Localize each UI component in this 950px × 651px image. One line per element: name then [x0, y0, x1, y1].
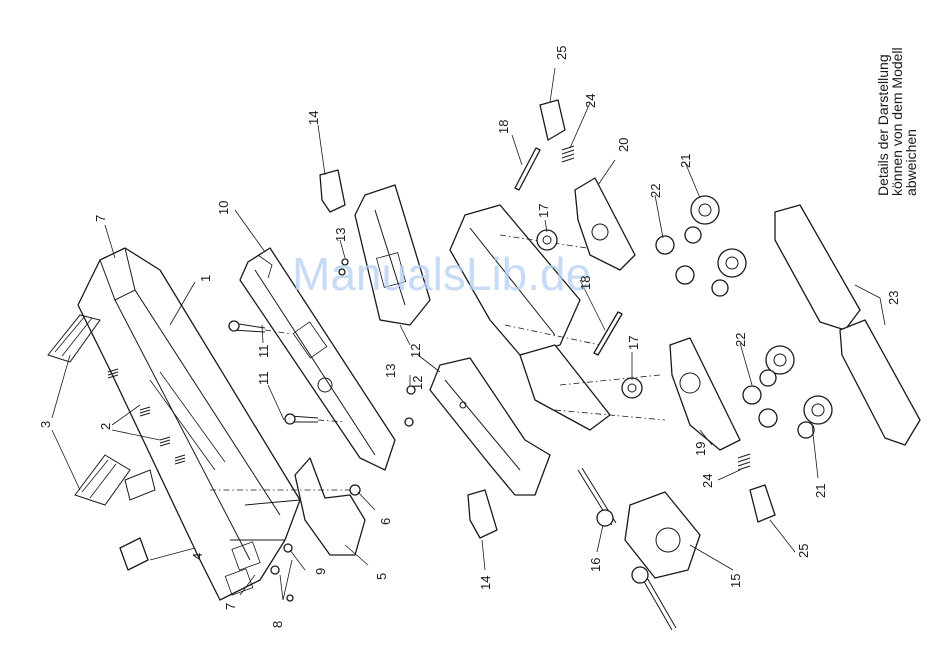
callout-11-upper: 11 — [256, 345, 271, 359]
callout-10: 10 — [216, 201, 231, 215]
side-frame-part — [775, 205, 920, 445]
callout-12-lower: 12 — [410, 376, 425, 390]
callout-2: 2 — [98, 423, 113, 430]
callout-1: 1 — [198, 275, 213, 282]
callout-17-upper: 17 — [536, 204, 551, 218]
callout-17-lower: 17 — [626, 336, 641, 350]
truck-frame-lower-part — [670, 338, 740, 450]
callout-7-upper: 7 — [93, 215, 108, 222]
callout-4: 4 — [190, 553, 205, 560]
callout-24-upper: 24 — [583, 94, 598, 108]
callout-13-upper: 13 — [333, 228, 348, 242]
callout-14-lower: 14 — [478, 576, 493, 590]
callout-8: 8 — [270, 621, 285, 628]
callout-12-upper: 12 — [408, 344, 423, 358]
callout-19: 19 — [693, 442, 708, 456]
callout-13-lower: 13 — [383, 364, 398, 378]
callout-18-upper: 18 — [496, 120, 511, 134]
callout-22-upper: 22 — [648, 184, 663, 198]
watermark-text: ManualsLib.de — [292, 248, 591, 300]
callout-21-upper: 21 — [678, 154, 693, 168]
callout-7-lower: 7 — [223, 603, 238, 610]
callout-18-lower: 18 — [578, 276, 593, 290]
callout-24-lower: 24 — [700, 474, 715, 488]
callout-11-lower: 11 — [256, 372, 271, 386]
callout-20: 20 — [616, 138, 631, 152]
motor-part — [625, 492, 700, 578]
callout-6: 6 — [378, 518, 393, 525]
callout-16: 16 — [588, 558, 603, 572]
callout-25-upper: 25 — [554, 46, 569, 60]
weight-block-upper-part — [320, 170, 345, 212]
callout-22-lower: 22 — [733, 333, 748, 347]
weight-block-lower-part — [468, 490, 497, 538]
callout-3: 3 — [38, 421, 53, 428]
callout-21-lower: 21 — [813, 484, 828, 498]
note-line-3: abweichen — [903, 129, 919, 196]
callout-23: 23 — [886, 291, 901, 305]
callout-15: 15 — [728, 574, 743, 588]
callout-9: 9 — [313, 568, 328, 575]
callout-25-lower: 25 — [796, 544, 811, 558]
note-block: Details der Darstellung können von dem M… — [875, 47, 919, 196]
callout-5: 5 — [374, 573, 389, 580]
bracket-part — [120, 538, 148, 570]
callout-14-upper: 14 — [306, 111, 321, 125]
